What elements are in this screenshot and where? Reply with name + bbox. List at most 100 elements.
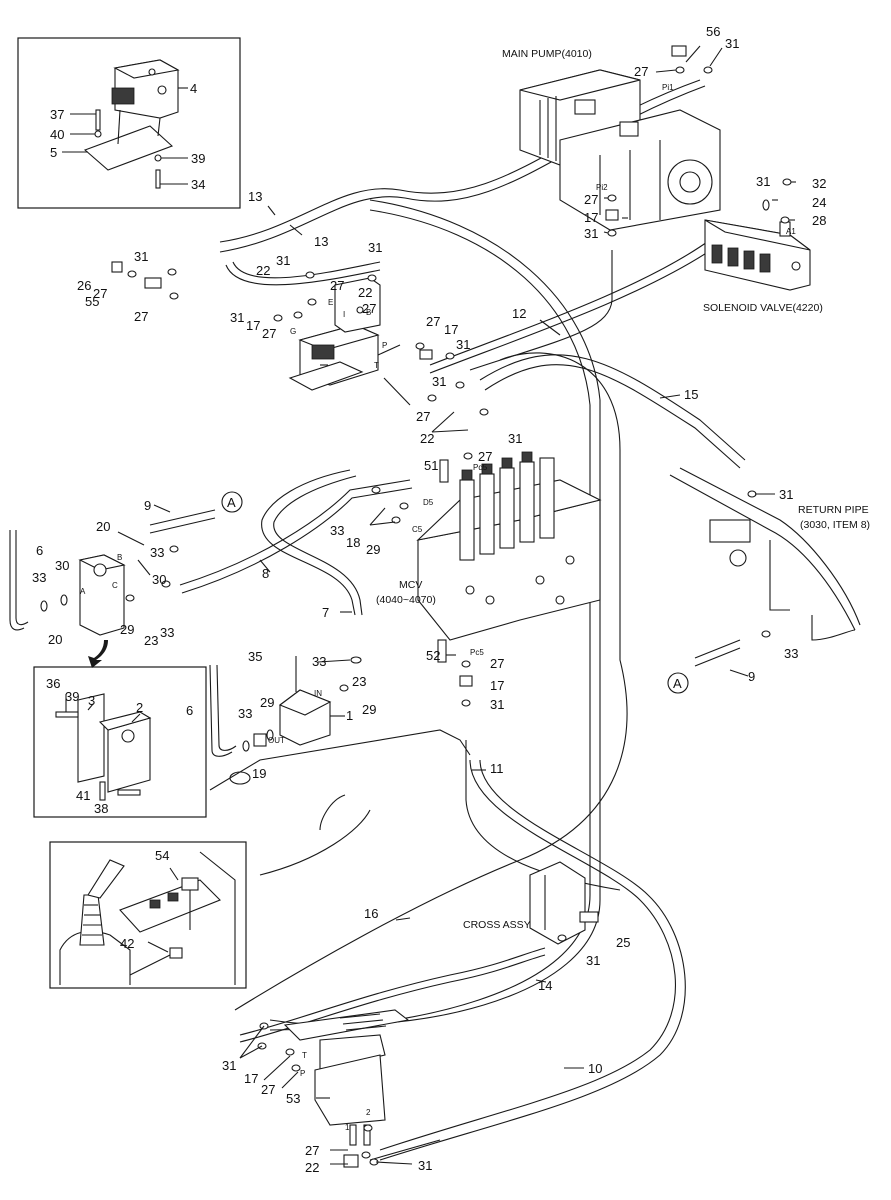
part-31: 31 [584,226,598,241]
part-27: 27 [93,286,107,301]
port-b: B [366,308,371,317]
part-3: 3 [88,693,95,708]
part-33: 33 [160,625,174,640]
part-29: 29 [120,622,134,637]
part-8: 8 [262,566,269,581]
part-33: 33 [238,706,252,721]
part-40: 40 [50,127,64,142]
label-solenoid-valve: SOLENOID VALVE(4220) [703,302,823,314]
part-17: 17 [246,318,260,333]
part-7: 7 [322,605,329,620]
part-4: 4 [190,81,197,96]
center-solenoid-block [288,277,381,391]
part-31: 31 [586,953,600,968]
part-11: 11 [490,761,504,776]
port-pc5: Pc5 [470,648,484,657]
part-27: 27 [134,309,148,324]
inset-valve-bracket-box [33,666,207,818]
port-c-left: C [112,581,118,590]
part-52: 52 [426,648,440,663]
part-27: 27 [478,449,492,464]
part-29: 29 [260,695,274,710]
part-34: 34 [191,177,205,192]
part-numbers: 56 31 27 32 31 24 28 27 17 31 4 37 40 5 … [32,24,826,1175]
part-37: 37 [50,107,64,122]
part-9: 9 [144,498,151,513]
label-return-pipe-item: (3030, ITEM 8) [800,519,870,531]
part-23: 23 [144,633,158,648]
part-31: 31 [725,36,739,51]
part-13: 13 [248,189,262,204]
port-out: OUT [268,736,285,745]
port-in: IN [314,689,322,698]
part-16: 16 [364,906,378,921]
part-6: 6 [186,703,193,718]
part-33: 33 [330,523,344,538]
part-27: 27 [261,1082,275,1097]
part-22: 22 [305,1160,319,1175]
cross-assy [529,861,599,945]
port-p: P [382,341,387,350]
part-17: 17 [444,322,458,337]
port-pi1: Pi1 [662,83,674,92]
title-labels: MAIN PUMP(4010) SOLENOID VALVE(4220) RET… [376,48,870,931]
part-39: 39 [191,151,205,166]
part-38: 38 [94,801,108,816]
part-25: 25 [616,935,630,950]
part-18: 18 [346,535,360,550]
part-31: 31 [756,174,770,189]
part-54: 54 [155,848,169,863]
port-pi2: Pi2 [596,183,608,192]
part-31: 31 [276,253,290,268]
port-g: G [290,327,296,336]
part-42: 42 [120,936,134,951]
part-31: 31 [134,249,148,264]
part-15: 15 [684,387,698,402]
valve-block-1 [278,689,332,746]
part-33: 33 [32,570,46,585]
part-31: 31 [432,374,446,389]
part-35: 35 [248,649,262,664]
main-control-valve [416,451,602,663]
port-1: 1 [345,1123,350,1132]
part-27: 27 [634,64,648,79]
label-mcv-range: (4040~4070) [376,594,436,606]
part-31: 31 [222,1058,236,1073]
callout-a-markers: A A [221,491,689,694]
part-17: 17 [584,210,598,225]
solenoid-valve-4220 [704,219,811,291]
part-22: 22 [420,431,434,446]
part-17: 17 [490,678,504,693]
main-pump [519,69,721,231]
part-22: 22 [358,285,372,300]
arrow-icon [88,640,108,668]
port-b-left: B [117,553,122,562]
part-31: 31 [230,310,244,325]
callout-a-right: A [673,676,682,691]
part-32: 32 [812,176,826,191]
part-6: 6 [36,543,43,558]
port-2: 2 [366,1108,371,1117]
port-c5: C5 [412,525,423,534]
part-31: 31 [490,697,504,712]
part-31: 31 [779,487,793,502]
label-return-pipe: RETURN PIPE [798,504,869,516]
port-pd5: Pd5 [473,463,488,472]
part-28: 28 [812,213,826,228]
pedal-valve [283,1009,410,1146]
part-17: 17 [244,1071,258,1086]
part-10: 10 [588,1061,602,1076]
callout-a-left: A [227,495,236,510]
port-i: I [343,310,345,319]
part-31: 31 [368,240,382,255]
part-2: 2 [136,700,143,715]
cab-floor-outline [209,729,471,876]
part-51: 51 [424,458,438,473]
part-23: 23 [352,674,366,689]
port-p-pedal: P [300,1069,305,1078]
label-main-pump: MAIN PUMP(4010) [502,48,592,60]
part-30: 30 [152,572,166,587]
part-30: 30 [55,558,69,573]
part-41: 41 [76,788,90,803]
part-31: 31 [456,337,470,352]
